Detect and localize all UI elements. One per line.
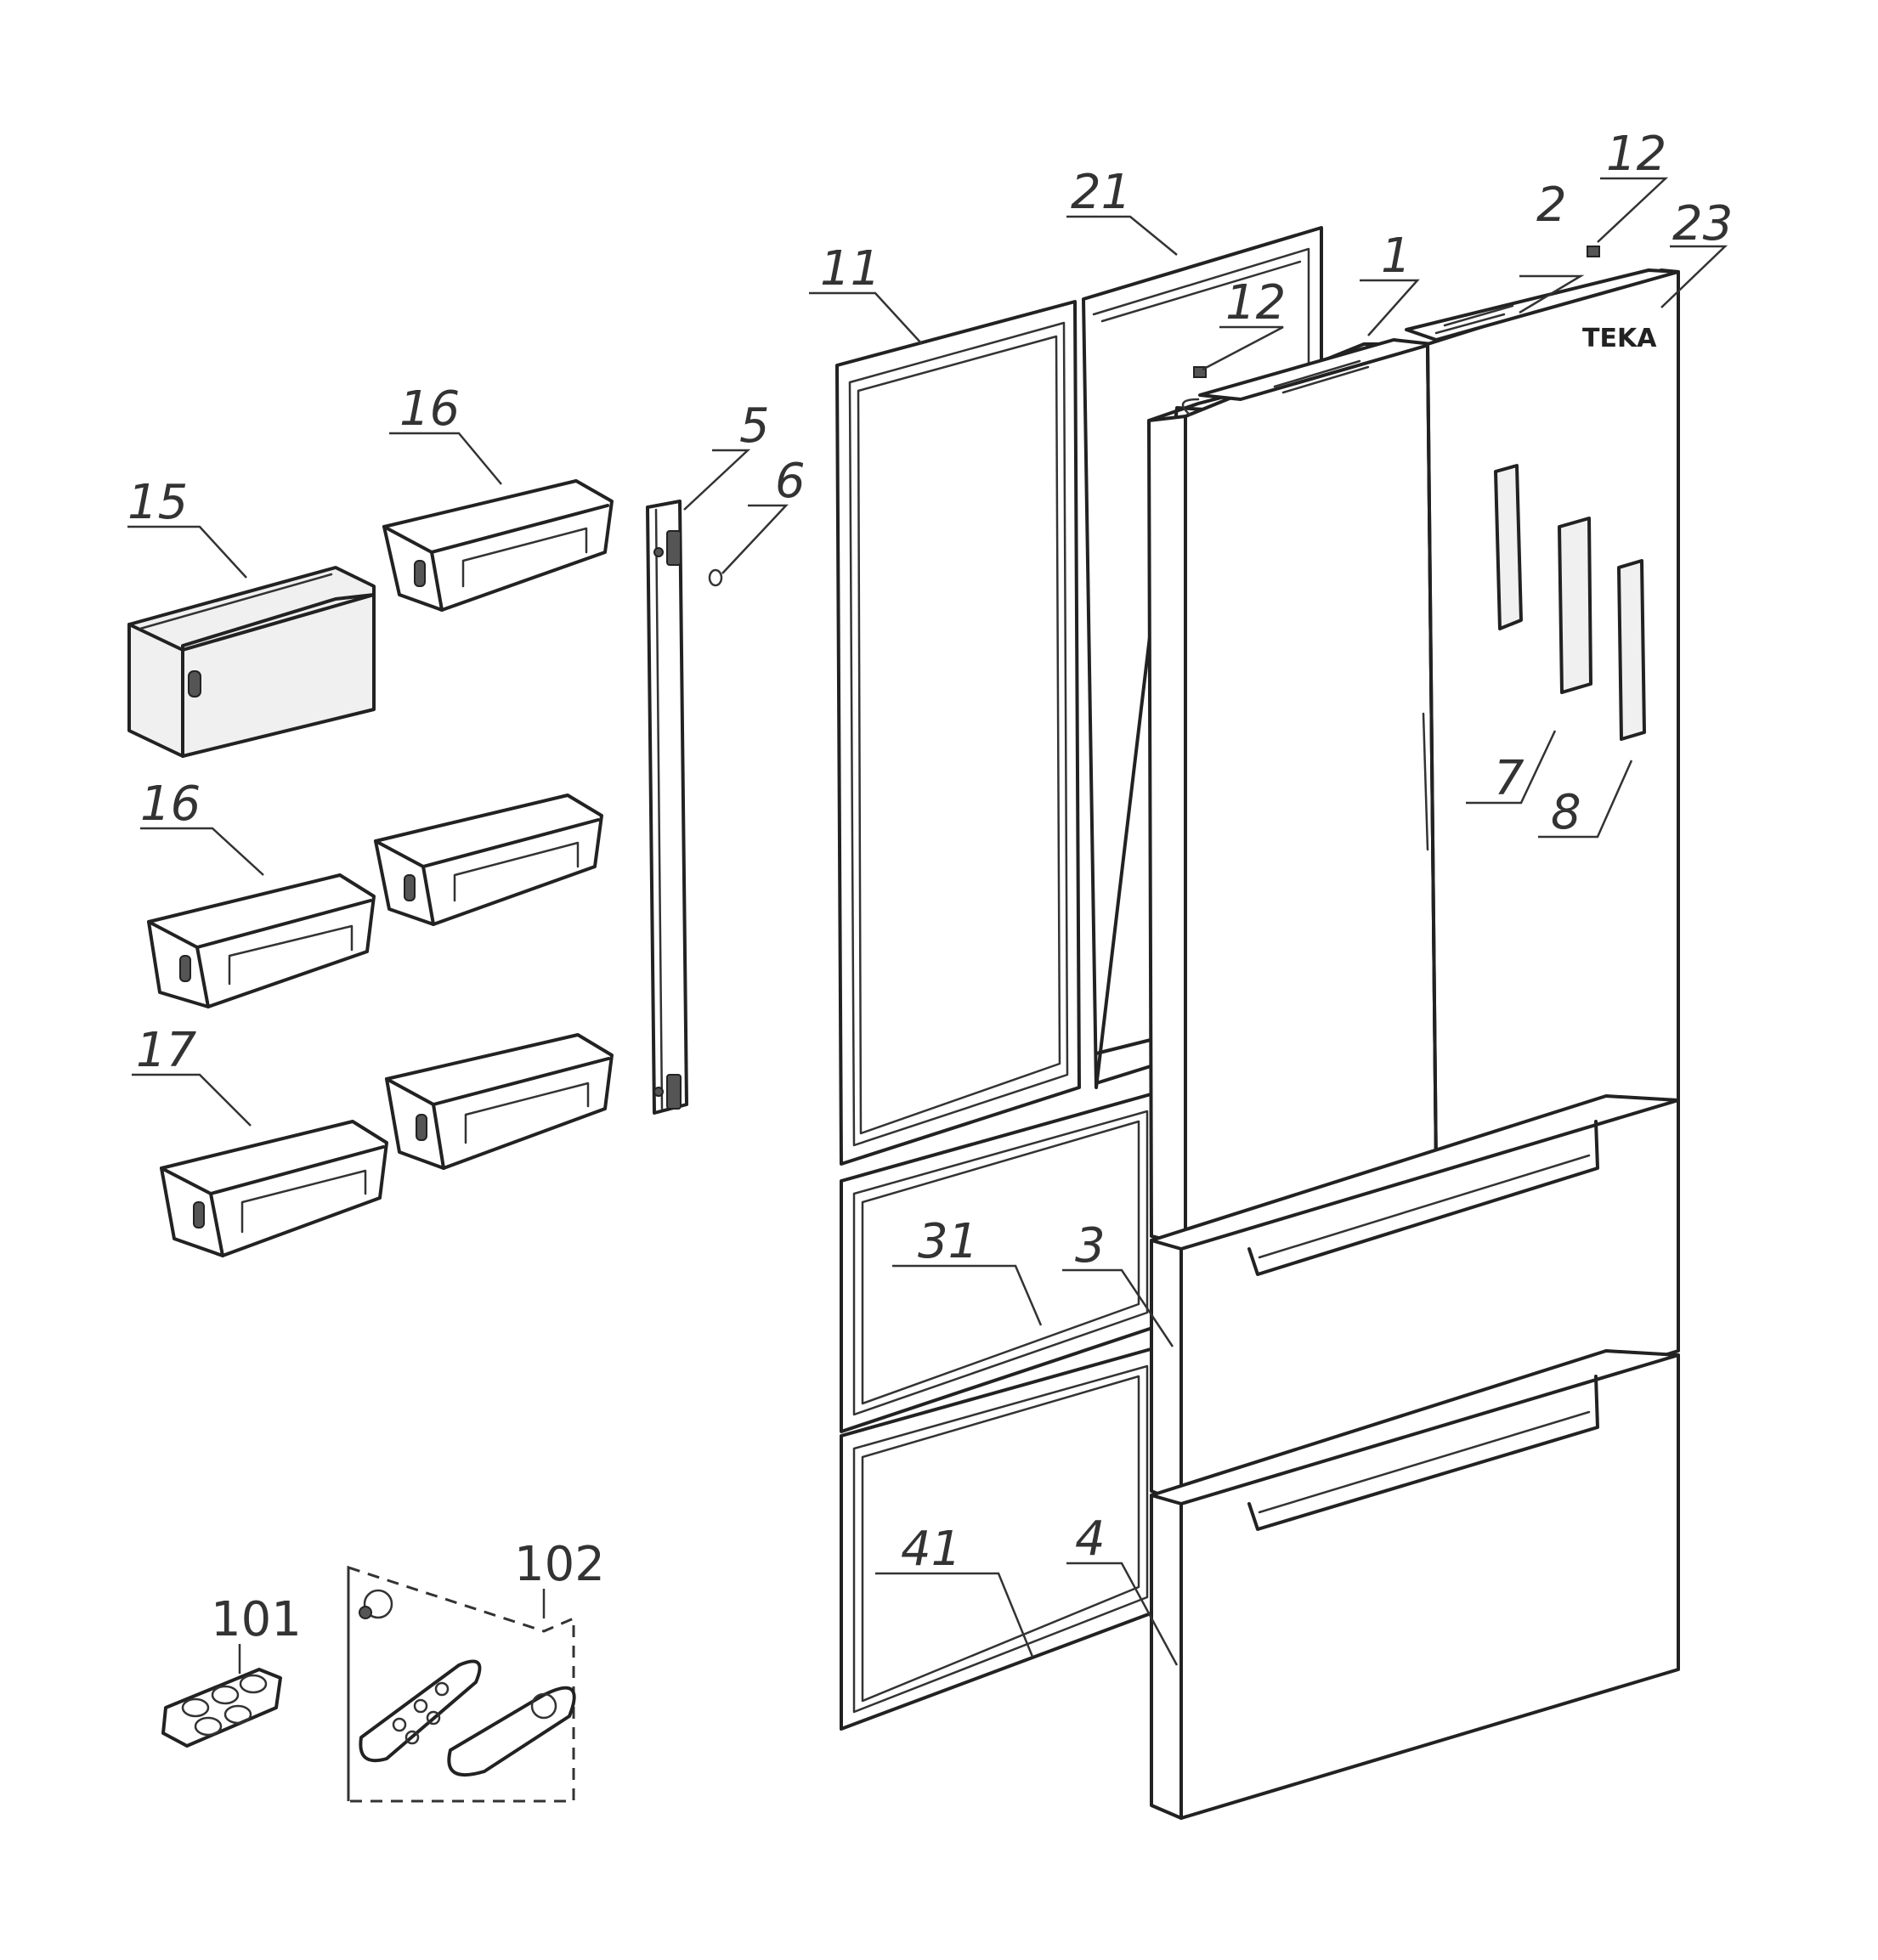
part-6-screw xyxy=(708,568,723,587)
callout-16-upper: 16 xyxy=(399,381,460,437)
callout-11: 11 xyxy=(820,241,880,297)
callout-2: 2 xyxy=(1536,178,1567,233)
callout-16-lower: 16 xyxy=(140,777,201,832)
part-15-dairy-compartment xyxy=(127,566,376,758)
callout-labels: 15 16 5 6 16 17 11 21 12 1 2 12 23 7 8 3… xyxy=(127,127,1733,1647)
part-5-vertical-hinged-flap xyxy=(646,500,688,1115)
callout-41: 41 xyxy=(901,1522,961,1577)
callout-101: 101 xyxy=(211,1592,302,1647)
callout-21: 21 xyxy=(1071,165,1131,220)
part-17-door-bin-pair xyxy=(160,1033,614,1257)
part-4-lower-drawer-front xyxy=(1150,1349,1680,1820)
callout-12-left: 12 xyxy=(1225,275,1286,330)
part-41-drawer-gasket xyxy=(840,1345,1162,1731)
part-2-hinge-cover xyxy=(1405,246,1680,342)
callout-17: 17 xyxy=(136,1023,197,1078)
callout-31: 31 xyxy=(918,1214,978,1269)
leader-lines xyxy=(127,177,1728,1674)
part-102-accessory-kit xyxy=(347,1565,576,1803)
part-3-upper-drawer-front xyxy=(1150,1094,1680,1505)
part-23-right-door: TEKA xyxy=(1422,268,1680,1170)
callout-15: 15 xyxy=(127,475,188,530)
callout-4: 4 xyxy=(1075,1511,1106,1567)
callout-12-right: 12 xyxy=(1606,127,1666,182)
callout-102: 102 xyxy=(514,1537,605,1592)
callout-3: 3 xyxy=(1075,1218,1106,1274)
callout-1: 1 xyxy=(1381,229,1411,284)
brand-logo: TEKA xyxy=(1582,324,1657,353)
part-1-left-door xyxy=(1147,338,1438,1246)
part-11-left-door-gasket xyxy=(835,300,1081,1166)
part-101-egg-tray xyxy=(161,1668,282,1748)
part-16-door-bin-upper xyxy=(382,479,614,612)
callout-23: 23 xyxy=(1672,196,1733,251)
part-16-door-bin-pair xyxy=(147,794,603,1008)
callout-8: 8 xyxy=(1551,785,1581,840)
callout-7: 7 xyxy=(1494,751,1524,806)
callout-6: 6 xyxy=(775,454,806,509)
part-31-drawer-gasket xyxy=(840,1090,1162,1433)
callout-5: 5 xyxy=(739,398,770,454)
